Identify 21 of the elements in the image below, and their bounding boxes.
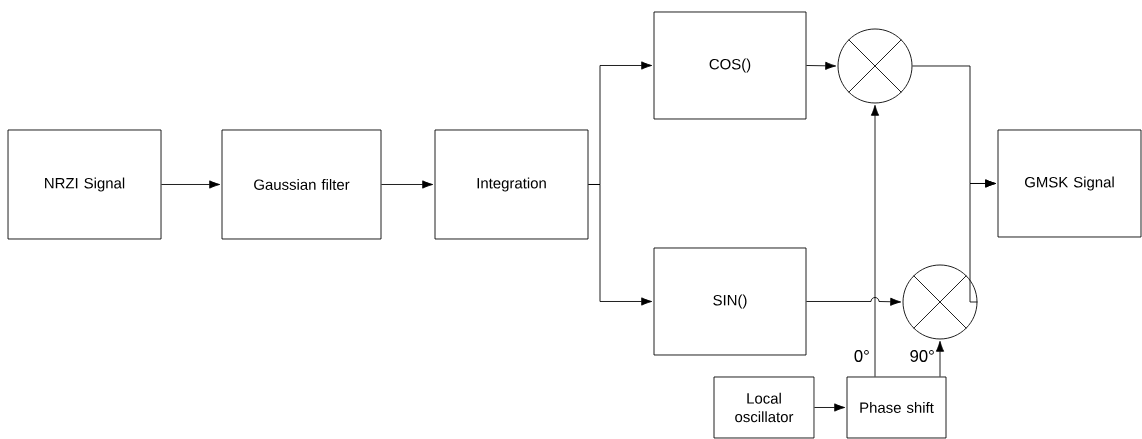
arrow [806,61,837,70]
arrow [161,180,221,189]
arrow [935,340,945,377]
arrow [588,184,653,306]
mixer-symbol [902,264,978,340]
arrow [870,104,880,377]
process-box: NRZI Signal [7,129,162,240]
process-box: Local oscillator [713,376,815,439]
process-box: SIN() [653,247,807,356]
process-box: Gaussian filter [221,129,382,240]
edge-label: 90° [910,350,934,362]
arrow [814,403,846,412]
process-box: COS() [653,11,807,120]
process-box: GMSK Signal [997,129,1142,238]
edge-label: 0° [854,350,869,362]
arrow [969,179,997,303]
process-box: Phase shift [846,376,947,439]
arrow [381,180,434,189]
process-box: Integration [434,129,589,240]
mixer-symbol [837,28,913,104]
arrow [806,297,902,306]
